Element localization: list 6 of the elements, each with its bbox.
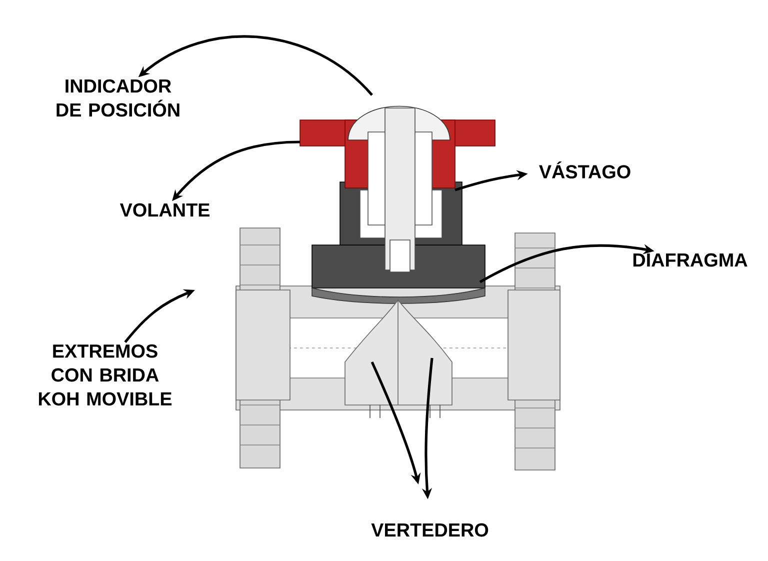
callout-label: VOLANTE — [120, 203, 210, 217]
callout-label: EXTREMOS CON BRIDA KOH MOVIBLE — [38, 344, 172, 406]
callout-label: VÁSTAGO — [539, 162, 630, 178]
callout-label: VERTEDERO — [371, 523, 488, 537]
callout-label: INDICADOR DE POSICIÓN — [56, 79, 180, 117]
callout-label: DIAFRAGMA — [633, 253, 748, 267]
